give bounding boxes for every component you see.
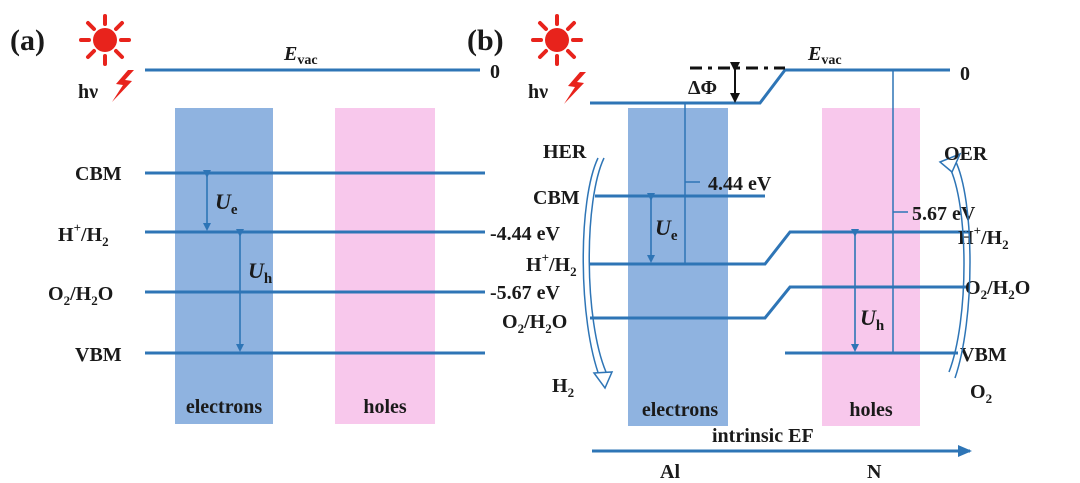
her-arrow (582, 157, 601, 379)
uh-label: Uh (860, 305, 885, 334)
evac-line (590, 68, 950, 105)
cbm-label: CBM (533, 187, 580, 209)
h-level-label-left: H+/H2 (526, 250, 577, 279)
energy-444-label: 4.44 eV (708, 173, 772, 195)
electrons-label: electrons (186, 396, 262, 418)
h-level-label-right: H+/H2 (958, 223, 1009, 252)
zero-label: 0 (960, 63, 970, 85)
uh-label: Uh (248, 258, 273, 287)
o-level-line (590, 285, 970, 320)
hole-band (822, 108, 920, 426)
energy-444-label: -4.44 eV (490, 223, 561, 245)
oer-arrow-head (938, 152, 962, 174)
evac-label: Evac (807, 43, 842, 68)
o-level-label-right: O2/H2O (965, 277, 1030, 302)
lightning-icon (112, 70, 134, 102)
oer-label: OER (944, 143, 988, 165)
electron-band (175, 108, 273, 424)
her-label: HER (543, 141, 587, 163)
o-level-label-left: O2/H2O (502, 311, 567, 336)
ue-label: Ue (655, 215, 678, 244)
al-label: Al (660, 461, 680, 483)
sun-icon (79, 14, 131, 66)
delta-phi-label: ΔΦ (688, 77, 717, 99)
energy-567-label: -5.67 eV (490, 282, 561, 304)
panel-a: (a) hν electrons holes Evac 0 CBM H+/H2 … (10, 14, 561, 424)
hv-label: hν (78, 81, 98, 103)
vbm-label: VBM (960, 344, 1007, 366)
intrinsic-ef-label: intrinsic EF (712, 425, 814, 447)
h-level-line (590, 230, 970, 266)
hole-band (335, 108, 435, 424)
lightning-icon (564, 72, 586, 104)
panel-b: (b) hν electrons holes ΔΦ Evac 0 CBM (467, 14, 1030, 483)
zero-label: 0 (490, 61, 500, 83)
electron-band (628, 108, 728, 426)
oer-arrow (954, 159, 971, 379)
h2-label: H2 (552, 375, 574, 400)
her-arrow-inner (588, 157, 607, 373)
sun-icon (531, 14, 583, 66)
vbm-label: VBM (75, 344, 122, 366)
holes-label: holes (363, 396, 407, 418)
holes-label: holes (849, 399, 893, 421)
her-arrow-head (592, 371, 614, 390)
evac-label: Evac (283, 43, 318, 68)
electrons-label: electrons (642, 399, 718, 421)
oer-arrow-inner (948, 165, 965, 373)
hv-label: hν (528, 81, 548, 103)
n-label: N (867, 461, 882, 483)
h-level-label: H+/H2 (58, 220, 109, 249)
o-level-label: O2/H2O (48, 283, 113, 308)
panel-a-label: (a) (10, 24, 45, 57)
ue-label: Ue (215, 189, 238, 218)
cbm-label: CBM (75, 163, 122, 185)
o2-label: O2 (970, 381, 992, 406)
panel-b-label: (b) (467, 24, 504, 57)
